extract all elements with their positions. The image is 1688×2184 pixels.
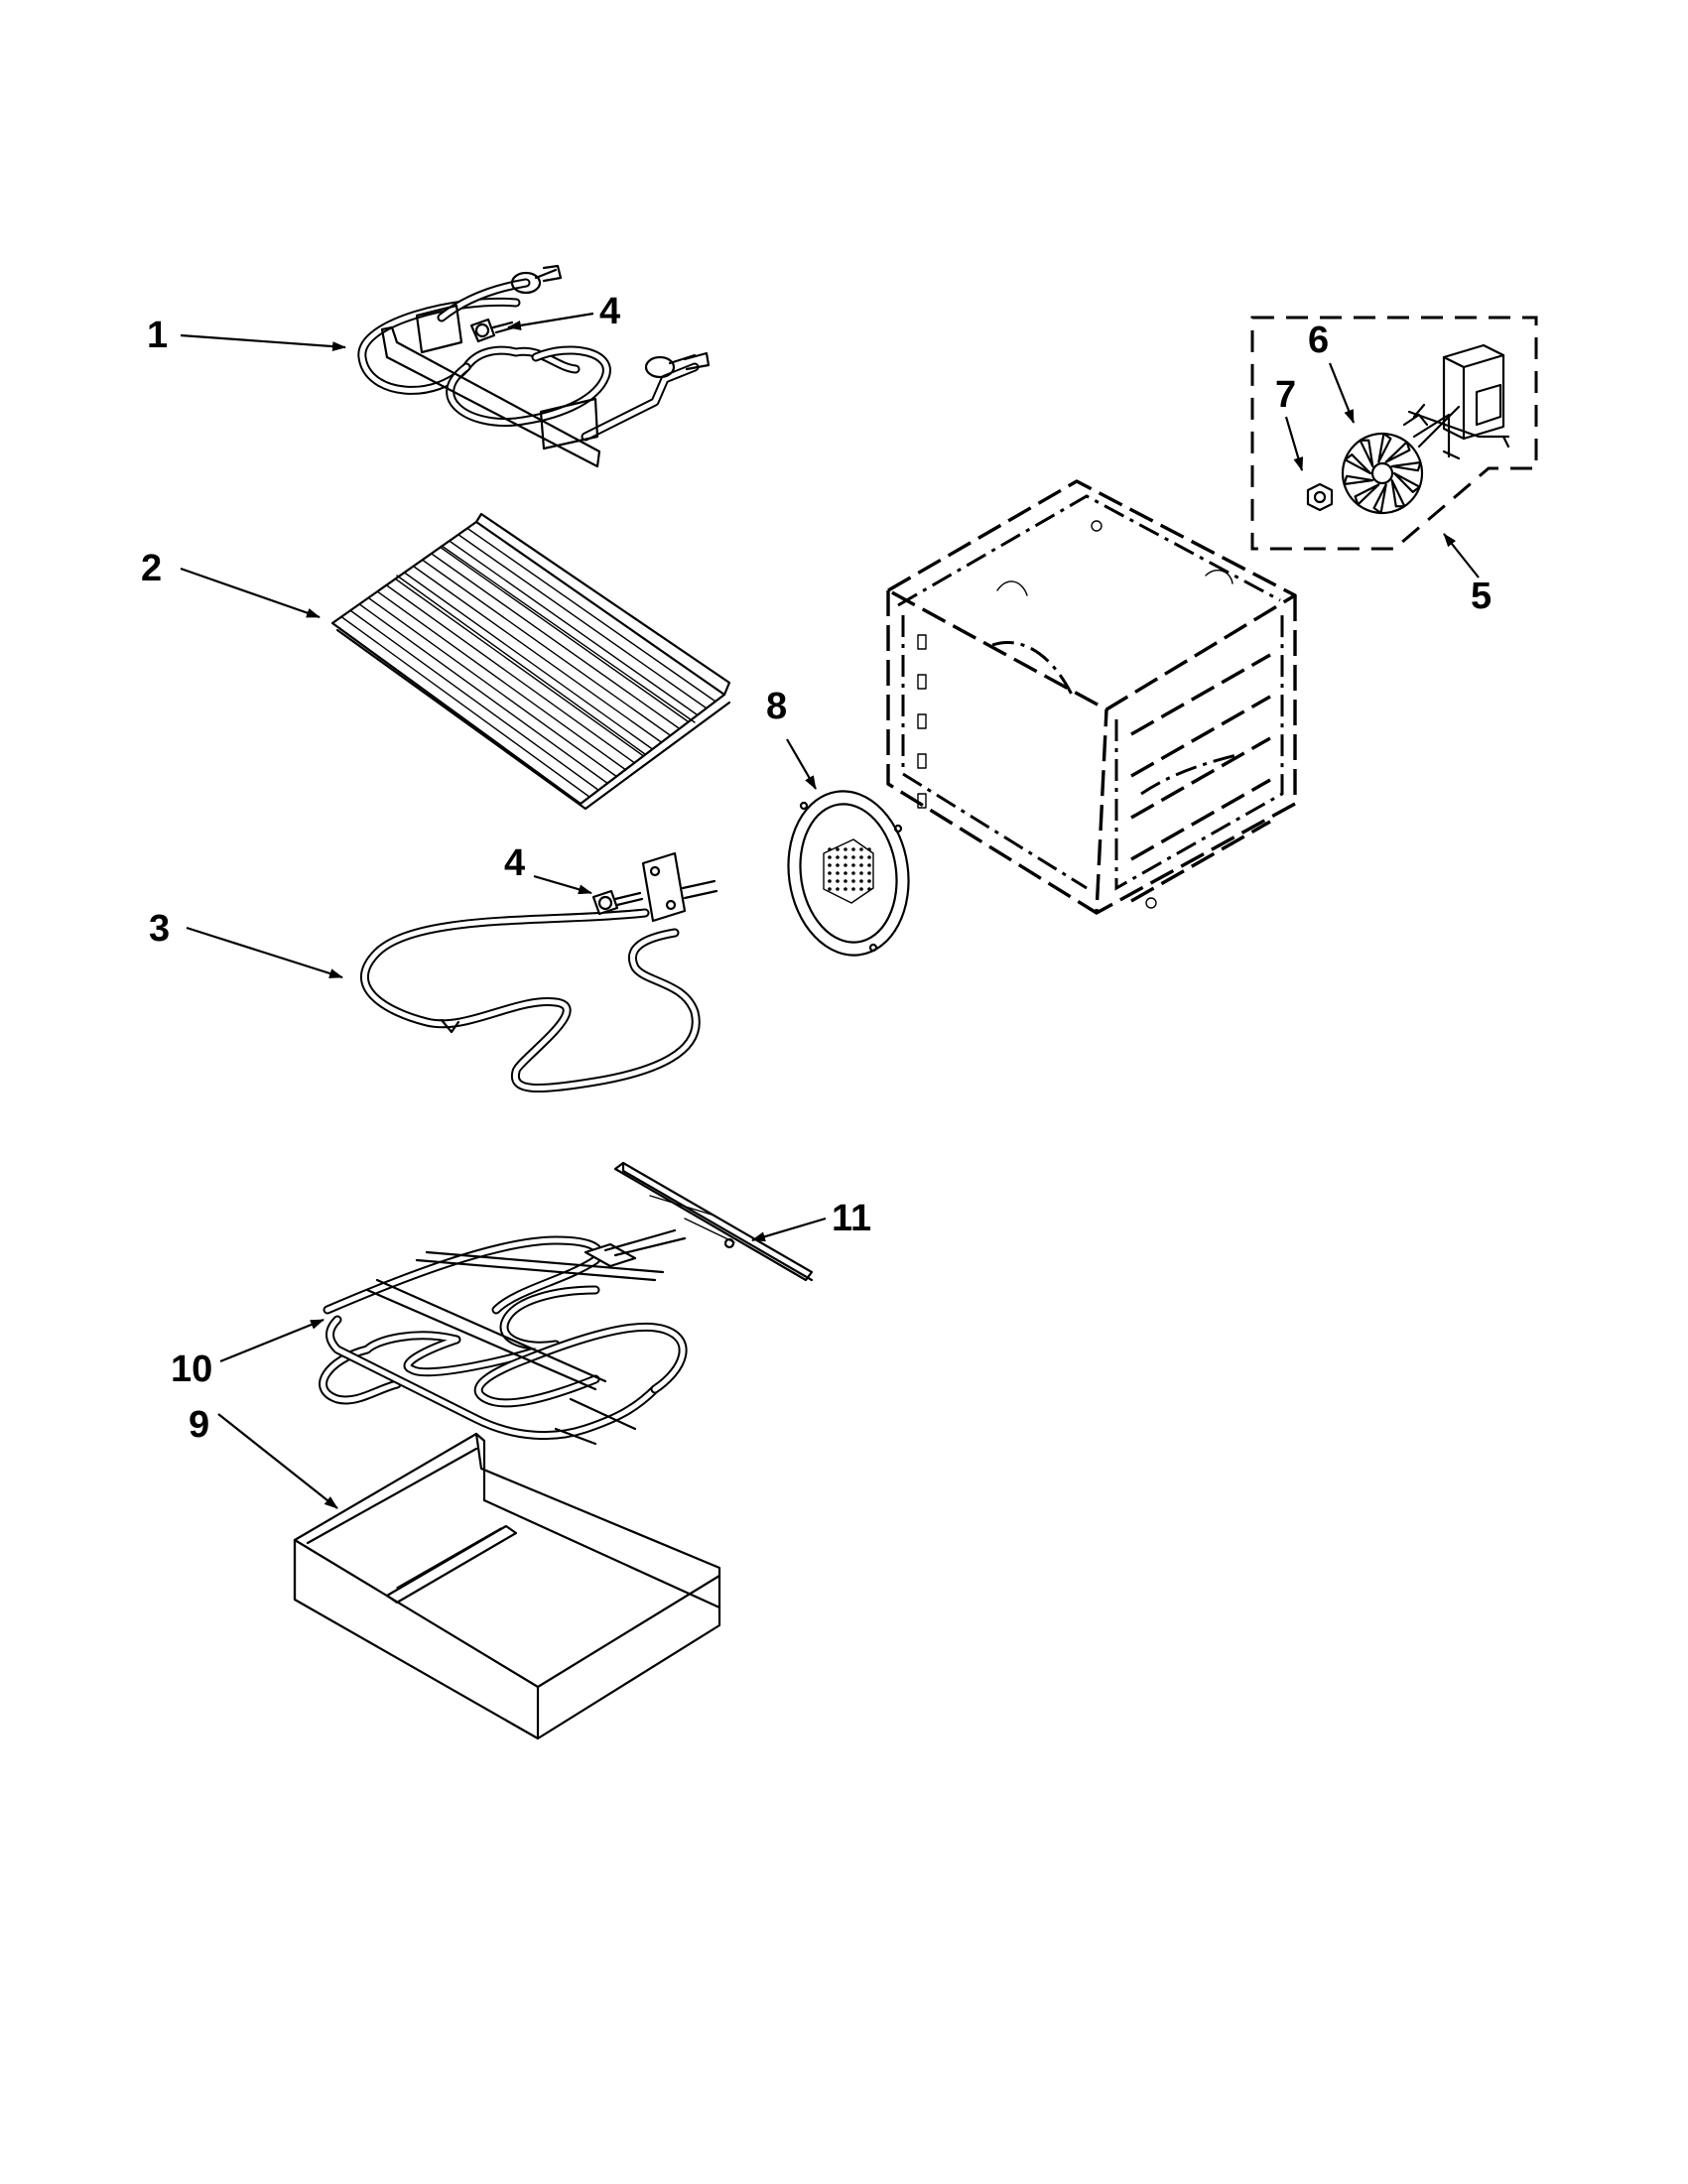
oven-rack-icon	[330, 512, 731, 811]
callout-10: 10	[171, 1349, 212, 1390]
leader-line	[186, 926, 343, 979]
leader-line	[751, 1217, 827, 1242]
leader-line	[219, 1318, 325, 1363]
element-bracket-icon	[613, 1161, 814, 1282]
callout-1: 1	[147, 315, 168, 356]
callout-9: 9	[189, 1404, 209, 1446]
callout-7: 7	[1275, 374, 1296, 416]
drawer-pan-icon	[293, 1432, 721, 1740]
nut-icon	[1306, 482, 1334, 512]
oven-cavity-icon	[886, 479, 1297, 915]
callout-11: 11	[832, 1198, 871, 1239]
fan-blade-icon	[1341, 432, 1424, 515]
fan-cover-icon	[787, 790, 910, 957]
fan-motor-kit-icon	[1250, 316, 1538, 551]
leader-line	[1328, 362, 1356, 424]
leader-line	[507, 312, 594, 330]
leader-line	[786, 738, 817, 790]
leader-line	[180, 567, 321, 619]
leader-line	[217, 1413, 338, 1509]
callout-5: 5	[1471, 576, 1492, 617]
callout-6: 6	[1308, 320, 1329, 361]
leader-line	[180, 333, 346, 352]
leader-line	[533, 874, 592, 895]
bake-element-icon	[359, 851, 718, 1092]
leader-line	[1284, 416, 1304, 471]
warming-element-icon	[319, 1228, 688, 1446]
leader-line	[1443, 533, 1480, 578]
callout-3: 3	[149, 908, 170, 950]
callout-8: 8	[766, 686, 787, 727]
callout-2: 2	[141, 548, 162, 589]
fan-motor-icon	[1402, 343, 1510, 460]
screw-icon	[469, 318, 516, 343]
callout-4: 4	[599, 291, 620, 332]
callout-4: 4	[504, 842, 525, 884]
broil-element-icon	[357, 264, 711, 468]
screw-icon	[591, 889, 644, 916]
